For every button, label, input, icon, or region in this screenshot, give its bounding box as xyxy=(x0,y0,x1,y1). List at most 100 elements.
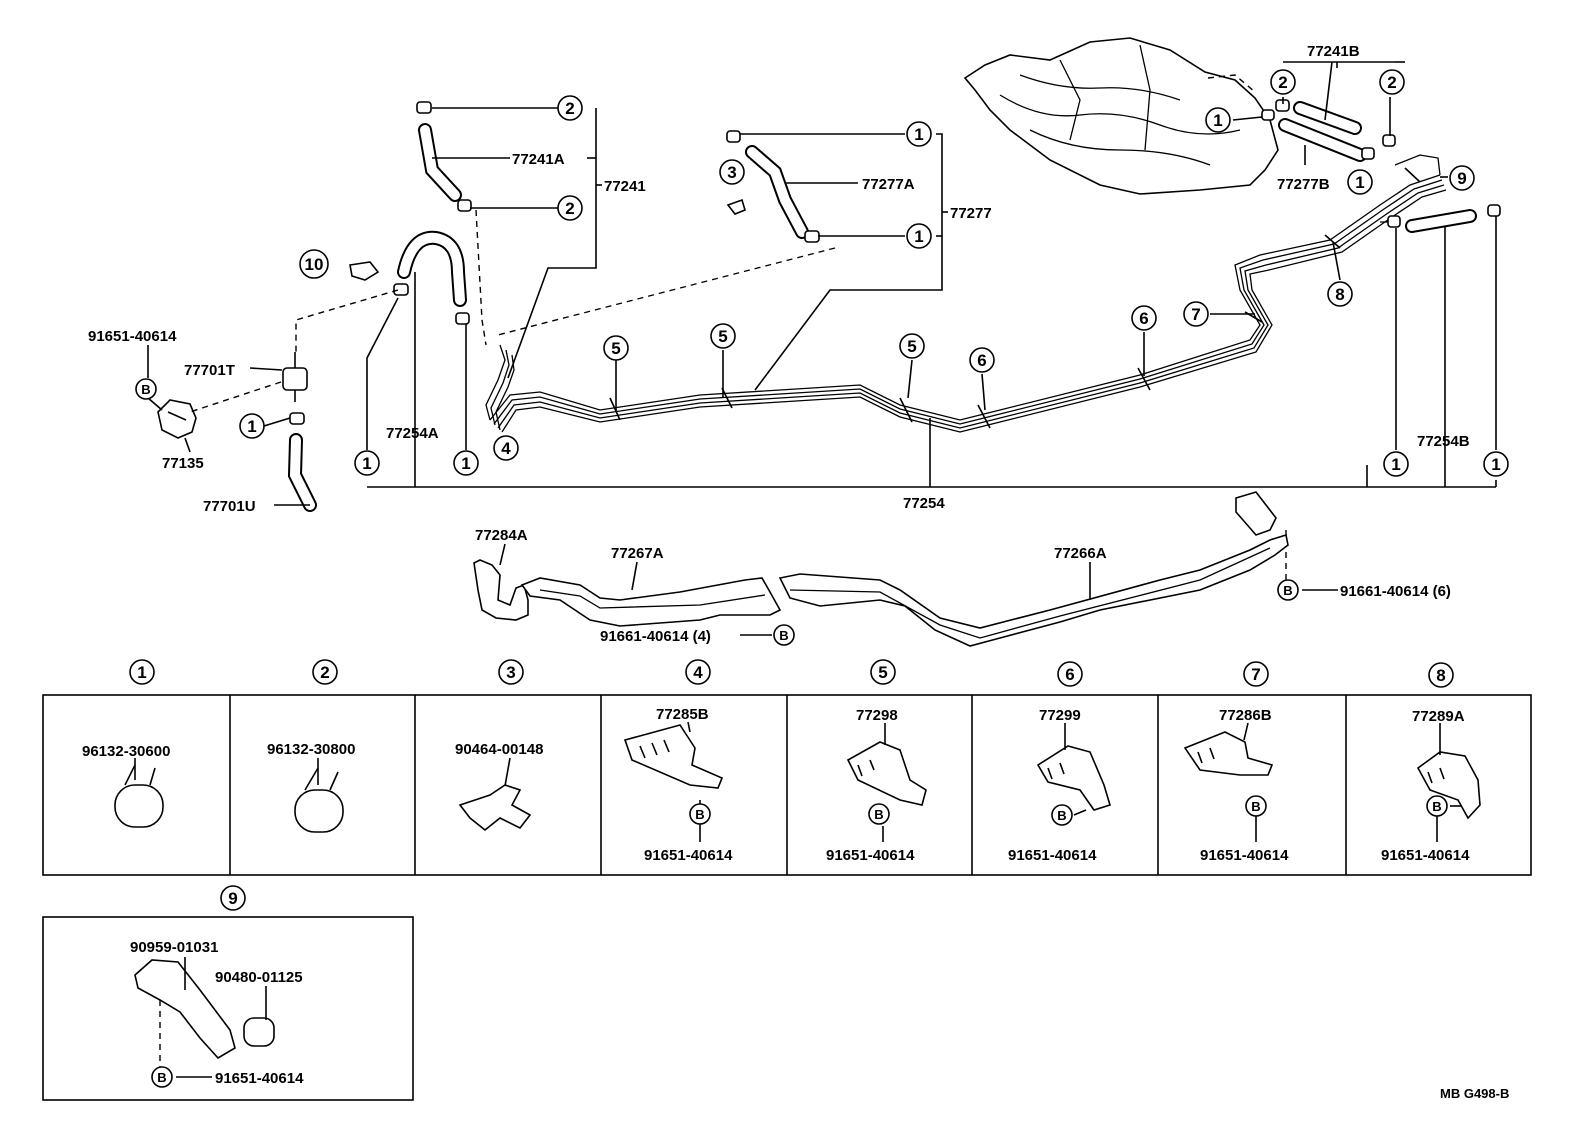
table-cell6-part: 77299 xyxy=(1039,707,1081,724)
callout-1-77277B: 1 xyxy=(1347,169,1373,195)
svg-text:5: 5 xyxy=(907,337,916,356)
label-77277: 77277 xyxy=(950,205,992,222)
callout-9: 9 xyxy=(1449,165,1475,191)
callout-1-77277-lower: 1 xyxy=(906,223,932,249)
label-77254A: 77254A xyxy=(386,425,439,442)
leader-lines xyxy=(147,61,1497,1068)
part-labels: 77241A 77241 77277A 77277 77241B 77277B … xyxy=(82,43,1509,1101)
callout-5-a: 5 xyxy=(603,335,629,361)
label-77135: 77135 xyxy=(162,455,204,472)
svg-text:2: 2 xyxy=(565,99,574,118)
svg-text:B: B xyxy=(1251,799,1260,814)
svg-text:B: B xyxy=(141,382,150,397)
label-77701U: 77701U xyxy=(203,498,256,515)
svg-text:B: B xyxy=(1283,583,1292,598)
svg-text:2: 2 xyxy=(565,199,574,218)
svg-text:2: 2 xyxy=(1387,73,1396,92)
svg-text:8: 8 xyxy=(1436,666,1445,685)
svg-text:2: 2 xyxy=(320,663,329,682)
table-cell9-bolt: 91651-40614 xyxy=(215,1070,304,1087)
svg-text:1: 1 xyxy=(914,125,923,144)
filter-bracket xyxy=(157,399,197,439)
svg-text:B: B xyxy=(1057,808,1066,823)
bolt-marker-cell7: B xyxy=(1245,795,1267,817)
label-77266A: 77266A xyxy=(1054,545,1107,562)
table-cell5-part: 77298 xyxy=(856,707,898,724)
label-77241B: 77241B xyxy=(1307,43,1360,60)
callout-3: 3 xyxy=(719,159,745,185)
callout-circles: 2 2 1 1 3 10 1 1 xyxy=(129,69,1509,911)
svg-text:8: 8 xyxy=(1335,285,1344,304)
svg-text:B: B xyxy=(874,807,883,822)
bolt-marker-cell5: B xyxy=(868,803,890,825)
svg-text:1: 1 xyxy=(137,663,146,682)
label-77254: 77254 xyxy=(903,495,945,512)
svg-text:3: 3 xyxy=(506,663,515,682)
label-91661-4: 91661-40614 (4) xyxy=(600,628,711,645)
table-cell1-part: 96132-30600 xyxy=(82,743,170,760)
hose-clips xyxy=(289,99,1501,425)
svg-text:B: B xyxy=(695,807,704,822)
bolt-marker-77267A: B xyxy=(773,624,795,646)
svg-text:2: 2 xyxy=(1278,73,1287,92)
label-77284A: 77284A xyxy=(475,527,528,544)
svg-text:1: 1 xyxy=(914,227,923,246)
callout-1-77277-top: 1 xyxy=(906,121,932,147)
svg-text:7: 7 xyxy=(1191,305,1200,324)
callout-1-right-b: 1 xyxy=(1483,451,1509,477)
callout-1-left-a: 1 xyxy=(354,450,380,476)
svg-text:4: 4 xyxy=(501,439,511,458)
bolt-marker-cell4: B xyxy=(689,803,711,825)
table-header-9: 9 xyxy=(220,885,246,911)
svg-text:7: 7 xyxy=(1251,665,1260,684)
table-cell6-bolt: 91651-40614 xyxy=(1008,847,1097,864)
table-header-4: 4 xyxy=(685,659,711,685)
svg-text:6: 6 xyxy=(1065,665,1074,684)
svg-text:6: 6 xyxy=(977,351,986,370)
svg-text:9: 9 xyxy=(1457,169,1466,188)
parts-table xyxy=(42,694,1532,1101)
label-77277B: 77277B xyxy=(1277,176,1330,193)
table-header-2: 2 xyxy=(312,659,338,685)
table-cell2-part: 96132-30800 xyxy=(267,741,355,758)
table-cell5-bolt: 91651-40614 xyxy=(826,847,915,864)
callout-1-filter: 1 xyxy=(239,413,265,439)
fuel-tank-illustration xyxy=(963,37,1279,195)
callout-1-right-a: 1 xyxy=(1383,451,1409,477)
svg-text:1: 1 xyxy=(247,417,256,436)
table-header-5: 5 xyxy=(870,659,896,685)
svg-text:5: 5 xyxy=(878,663,887,682)
label-91651-left: 91651-40614 xyxy=(88,328,177,345)
label-77254B: 77254B xyxy=(1417,433,1470,450)
svg-text:5: 5 xyxy=(611,339,620,358)
svg-text:1: 1 xyxy=(461,454,470,473)
table-cell4-bolt: 91651-40614 xyxy=(644,847,733,864)
svg-text:B: B xyxy=(779,628,788,643)
bolt-marker-cell6: B xyxy=(1051,804,1073,826)
callout-4: 4 xyxy=(493,435,519,461)
callout-1-left-b: 1 xyxy=(453,450,479,476)
table-cell3-part: 90464-00148 xyxy=(455,741,543,758)
label-77277A: 77277A xyxy=(862,176,915,193)
table-header-6: 6 xyxy=(1057,661,1083,687)
table-header-8: 8 xyxy=(1428,662,1454,688)
label-91661-6: 91661-40614 (6) xyxy=(1340,583,1451,600)
callout-2-lower: 2 xyxy=(557,195,583,221)
table-cell7-part: 77286B xyxy=(1219,707,1272,724)
callout-1-tank: 1 xyxy=(1205,107,1231,133)
callout-5-c: 5 xyxy=(899,333,925,359)
svg-text:B: B xyxy=(1432,799,1441,814)
label-77241A: 77241A xyxy=(512,151,565,168)
svg-text:9: 9 xyxy=(228,889,237,908)
bolt-marker-filter: B xyxy=(135,378,157,400)
fuel-filter xyxy=(282,352,308,402)
table-cell9-part1: 90959-01031 xyxy=(130,939,218,956)
svg-text:10: 10 xyxy=(305,255,324,274)
label-77267A: 77267A xyxy=(611,545,664,562)
table-header-1: 1 xyxy=(129,659,155,685)
table-cell9-part2: 90480-01125 xyxy=(215,969,303,986)
svg-text:5: 5 xyxy=(718,327,727,346)
bolt-markers: B B B B B B B B xyxy=(135,378,1448,1088)
callout-2-top: 2 xyxy=(557,95,583,121)
